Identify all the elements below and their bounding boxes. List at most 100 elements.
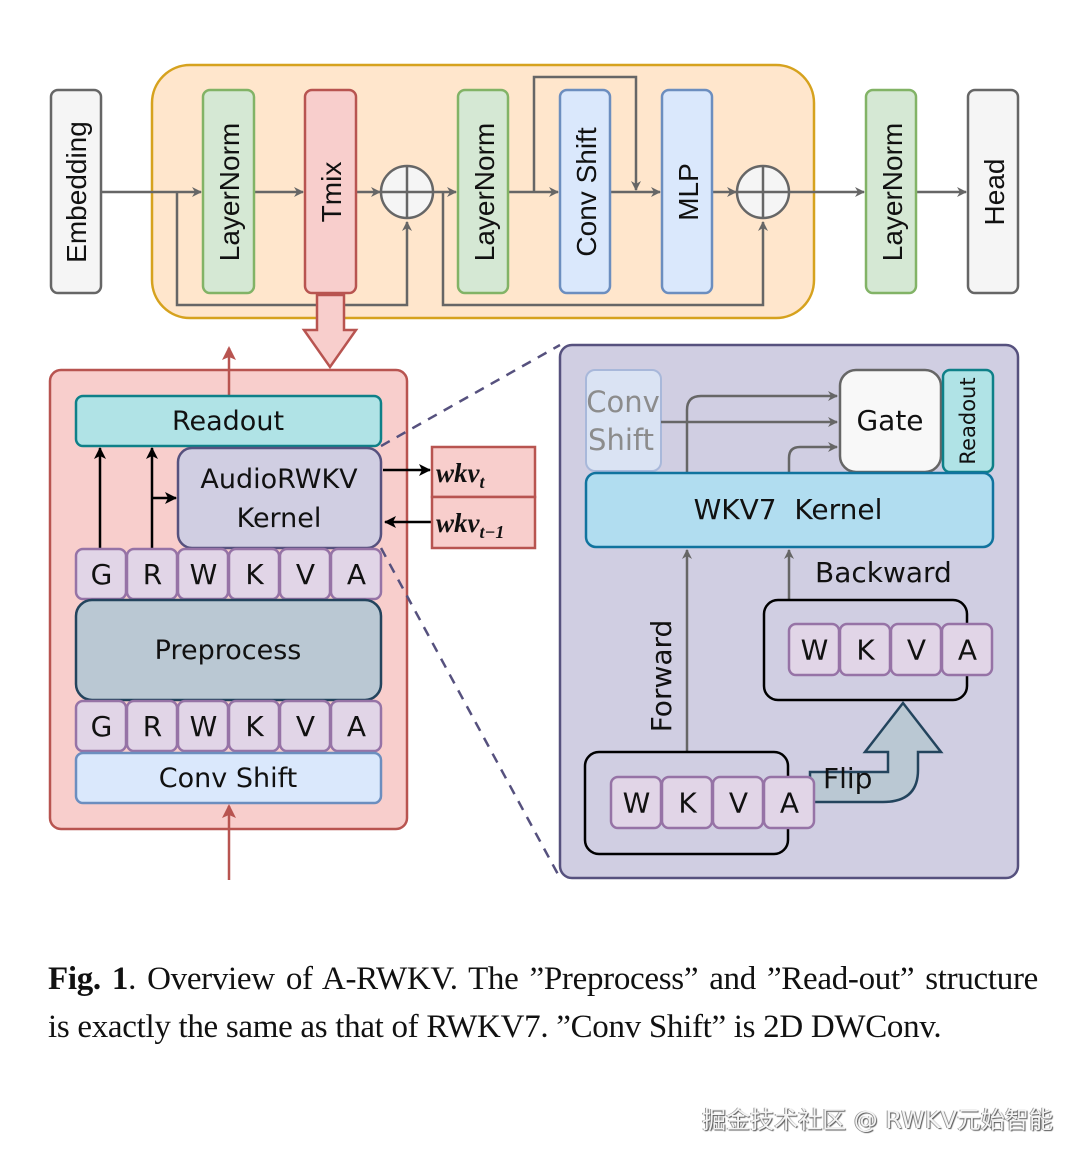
right-readout-box: Readout	[941, 368, 995, 474]
flip-arrow	[808, 700, 944, 804]
token-label: W	[190, 558, 218, 591]
mlp-label: MLP	[673, 163, 704, 221]
tmix-box: Tmix	[303, 88, 358, 295]
layernorm-box-final: LayerNorm	[864, 88, 918, 295]
token-cell-w: W	[176, 699, 230, 753]
token-cell-a: A	[940, 622, 994, 677]
layernorm-box-2: LayerNorm	[456, 88, 510, 295]
left-conv-shift-box: Conv Shift	[74, 751, 383, 805]
token-label: W	[190, 710, 218, 743]
zoom-guide-line	[380, 343, 561, 448]
token-label: K	[678, 787, 697, 820]
wkv-t-label: wkv	[436, 458, 481, 488]
mlp-box: MLP	[660, 88, 714, 295]
wkv-t-minus-1-subscript: t−1	[480, 522, 505, 542]
token-cell-r: R	[125, 547, 179, 601]
token-label: K	[245, 710, 264, 743]
token-label: K	[245, 558, 264, 591]
token-cell-v: V	[278, 547, 332, 601]
kernel-label-line1: AudioRWKV	[200, 464, 358, 495]
token-cell-k: K	[227, 699, 281, 753]
token-label: V	[296, 558, 315, 591]
token-cell-w: W	[609, 775, 663, 830]
gate-box: Gate	[838, 368, 943, 474]
token-cell-w: W	[787, 622, 841, 677]
readout-label: Readout	[172, 406, 284, 437]
token-label: W	[623, 787, 651, 820]
token-label: A	[780, 787, 799, 820]
wkv-t-minus-1-label: wkv	[436, 508, 481, 538]
token-cell-k: K	[227, 547, 281, 601]
token-cell-g: G	[74, 547, 128, 601]
figure-caption: Fig. 1. Overview of A-RWKV. The ”Preproc…	[48, 955, 1038, 1051]
tmix-label: Tmix	[316, 162, 347, 223]
residual-line-2	[441, 192, 768, 307]
backward-label: Backward	[815, 556, 952, 589]
token-label: G	[91, 558, 113, 591]
conv-bypass-line	[532, 75, 641, 192]
readout-box: Readout	[74, 394, 383, 448]
token-cell-a: A	[329, 547, 383, 601]
add-node-1	[379, 164, 435, 220]
token-cell-r: R	[125, 699, 179, 753]
token-cell-a: A	[329, 699, 383, 753]
preprocess-label: Preprocess	[155, 635, 302, 666]
forward-label: Forward	[645, 620, 678, 733]
head-box: Head	[966, 88, 1020, 295]
token-label: A	[958, 634, 977, 667]
flip-label: Flip	[823, 762, 872, 795]
layernorm-box-1: LayerNorm	[201, 88, 256, 295]
wkv7-kernel-label: WKV7 Kernel	[694, 493, 883, 526]
conv-shift-box: Conv Shift	[558, 88, 612, 295]
faded-conv-shift-box: Conv Shift	[585, 369, 662, 472]
token-label: V	[296, 710, 315, 743]
token-cell-k: K	[838, 622, 892, 677]
token-cell-v: V	[278, 699, 332, 753]
layernorm-label: LayerNorm	[214, 123, 245, 261]
token-cell-a: A	[762, 775, 816, 830]
token-label: R	[143, 710, 162, 743]
gate-label: Gate	[856, 404, 923, 437]
svg-text:wkvt: wkvt	[436, 458, 486, 492]
kernel-label-line2: Kernel	[237, 503, 322, 534]
token-label: V	[907, 634, 926, 667]
wkv-state-box: wkvt wkvt−1	[430, 445, 537, 550]
token-cell-g: G	[74, 699, 128, 753]
add-node-2	[735, 164, 791, 220]
token-label: K	[856, 634, 875, 667]
caption-label: Fig. 1	[48, 961, 129, 997]
residual-line-1	[175, 192, 412, 307]
conv-shift-label: Conv Shift	[571, 127, 602, 256]
zoom-guide-line	[379, 547, 562, 879]
wkv-t-subscript: t	[480, 472, 486, 492]
token-label: A	[347, 710, 366, 743]
conv-label-line2: Shift	[588, 423, 654, 457]
preprocess-box: Preprocess	[74, 598, 383, 702]
kernel-to-gate-arrow-2	[787, 442, 838, 473]
conv-shift-label: Conv Shift	[159, 763, 297, 794]
readout-label: Readout	[956, 377, 980, 464]
token-label: W	[801, 634, 829, 667]
token-cell-v: V	[711, 775, 765, 830]
layernorm-label: LayerNorm	[877, 123, 908, 261]
architecture-diagram: Embedding LayerNorm Tmix LayerNorm Conv …	[48, 63, 1020, 880]
kernel-to-gate-arrow	[685, 391, 838, 473]
embedding-box: Embedding	[49, 88, 103, 295]
watermark: 掘金技术社区 @ RWKV元始智能	[702, 1106, 1053, 1134]
head-label: Head	[979, 159, 1010, 226]
svg-text:wkvt−1: wkvt−1	[436, 508, 504, 542]
conv-label-line1: Conv	[586, 385, 660, 419]
token-label: G	[91, 710, 113, 743]
embedding-label: Embedding	[61, 121, 92, 263]
wkv7-kernel-box: WKV7 Kernel	[584, 471, 995, 549]
token-label: A	[347, 558, 366, 591]
tmix-expand-arrow	[301, 293, 359, 370]
audiorwkv-kernel-box: AudioRWKV Kernel	[176, 446, 383, 550]
token-cell-w: W	[176, 547, 230, 601]
caption-text: . Overview of A-RWKV. The ”Preprocess” a…	[48, 961, 1038, 1045]
layernorm-label: LayerNorm	[469, 123, 500, 261]
